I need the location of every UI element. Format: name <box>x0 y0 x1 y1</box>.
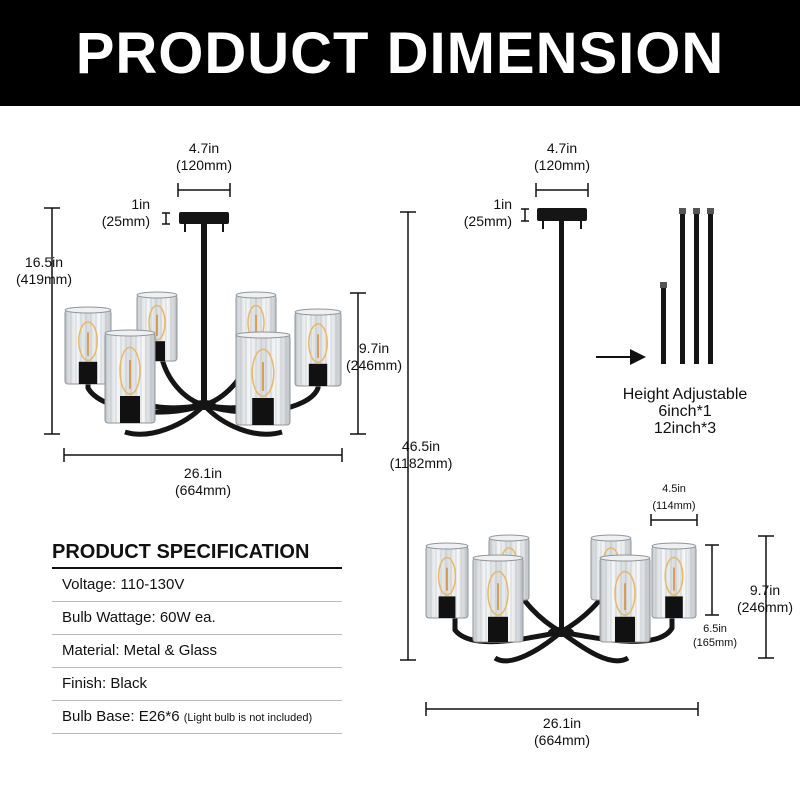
right-canopy-height-label: 1in(25mm) <box>463 196 512 229</box>
rod-12inch-3 <box>708 212 713 364</box>
extension-rods <box>596 208 714 365</box>
right-shade-1 <box>425 542 469 619</box>
right-shade-height-label: 9.7in(246mm) <box>736 582 794 615</box>
left-total-width-label: 26.1in(664mm) <box>174 465 232 498</box>
left-shade-6 <box>294 308 342 387</box>
product-specification: PRODUCT SPECIFICATION Voltage: 110-130V … <box>52 541 342 734</box>
right-fixture <box>452 208 675 664</box>
left-shade-5 <box>235 331 291 426</box>
right-canopy <box>537 208 587 221</box>
right-shade-width-label: 4.5in(114mm) <box>652 483 696 512</box>
right-shade-6 <box>651 542 697 619</box>
right-rod <box>559 221 564 629</box>
left-shade-height-label: 9.7in(246mm) <box>345 340 403 373</box>
left-shades <box>64 291 342 426</box>
rod-12inch-1 <box>680 212 685 364</box>
spec-title: PRODUCT SPECIFICATION <box>52 541 342 569</box>
right-shade-2 <box>472 554 524 643</box>
right-canopy-width-label: 4.7in(120mm) <box>533 140 591 173</box>
left-canopy-width-label: 4.7in(120mm) <box>175 140 233 173</box>
dimension-lines <box>44 183 774 716</box>
right-total-width-label: 26.1in(664mm) <box>533 715 591 748</box>
right-shade-5 <box>599 554 651 643</box>
left-rod <box>201 224 207 404</box>
height-adjustable-note: Height Adjustable 6inch*1 12inch*3 <box>622 386 748 437</box>
spec-row-voltage: Voltage: 110-130V <box>52 569 342 602</box>
right-socket-height-label: 6.5in(165mm) <box>692 623 738 649</box>
spec-row-material: Material: Metal & Glass <box>52 635 342 668</box>
rod-12inch-2 <box>694 212 699 364</box>
spec-row-bulb-base: Bulb Base: E26*6 (Light bulb is not incl… <box>52 701 342 734</box>
left-canopy <box>179 212 229 224</box>
right-shades <box>425 534 697 643</box>
spec-row-finish: Finish: Black <box>52 668 342 701</box>
right-total-height-label: 46.5in(1182mm) <box>389 438 453 471</box>
rod-6inch <box>661 286 666 364</box>
left-canopy-height-label: 1in(25mm) <box>101 196 150 229</box>
left-shade-1 <box>64 306 112 385</box>
left-shade-2 <box>104 329 156 424</box>
left-total-height-label: 16.5in(419mm) <box>15 254 73 287</box>
spec-row-wattage: Bulb Wattage: 60W ea. <box>52 602 342 635</box>
header-banner: PRODUCT DIMENSION <box>0 0 800 106</box>
page-title: PRODUCT DIMENSION <box>75 20 725 86</box>
